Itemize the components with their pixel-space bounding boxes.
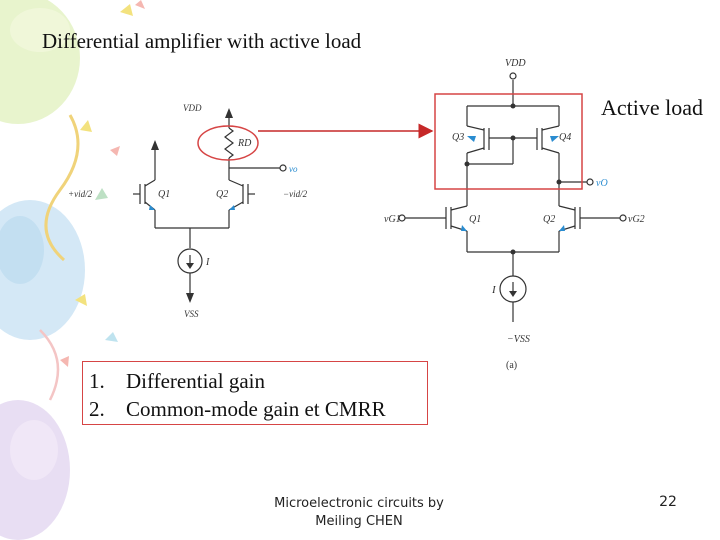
left-q2-label: Q2 (216, 189, 228, 200)
slide-title: Differential amplifier with active load (42, 29, 362, 53)
topic-text: Differential gain (126, 369, 265, 393)
topic-number: 2. (89, 397, 105, 421)
right-vo-label: vO (596, 178, 608, 189)
topic-text: Common-mode gain et CMRR (126, 397, 386, 421)
left-current-label: I (205, 257, 210, 268)
topics-list: 1. Differential gain 2. Common-mode gain e… (89, 367, 386, 423)
footer-credit: Microelectronic circuits by Meiling CHEN (262, 495, 456, 531)
left-vdd-label: VDD (183, 103, 202, 113)
topic-number: 1. (89, 369, 105, 393)
right-vg1-label: vG1 (384, 214, 401, 225)
active-load-circuit (398, 72, 627, 322)
right-q4-label: Q4 (559, 132, 571, 143)
page-number: 22 (659, 494, 677, 510)
footer-line-1: Microelectronic circuits by (274, 496, 444, 511)
active-load-box (434, 93, 583, 190)
left-vss-label: VSS (184, 309, 199, 319)
topics-box: 1. Differential gain 2. Common-mode gain e… (82, 361, 428, 425)
left-vo-label: vo (289, 164, 298, 174)
rd-highlight-ellipse (197, 125, 259, 161)
right-vss-label: −VSS (507, 334, 530, 345)
right-current-label: I (491, 284, 497, 296)
footer-line-2: Meiling CHEN (315, 514, 403, 529)
active-load-label: Active load (601, 95, 704, 120)
right-q2-label: Q2 (543, 214, 555, 225)
resistive-load-circuit (133, 108, 287, 303)
right-caption: (a) (506, 360, 517, 371)
right-vdd-label: VDD (505, 58, 526, 69)
right-vg2-label: vG2 (628, 214, 645, 225)
topic-item: 2. Common-mode gain et CMRR (89, 395, 386, 423)
left-rd-label: RD (237, 138, 252, 149)
topic-item: 1. Differential gain (89, 367, 386, 395)
right-q3-label: Q3 (452, 132, 464, 143)
left-vin-plus-label: +vid/2 (68, 189, 93, 199)
left-q1-label: Q1 (158, 189, 170, 200)
right-q1-label: Q1 (469, 214, 481, 225)
left-vin-minus-label: −vid/2 (283, 189, 308, 199)
